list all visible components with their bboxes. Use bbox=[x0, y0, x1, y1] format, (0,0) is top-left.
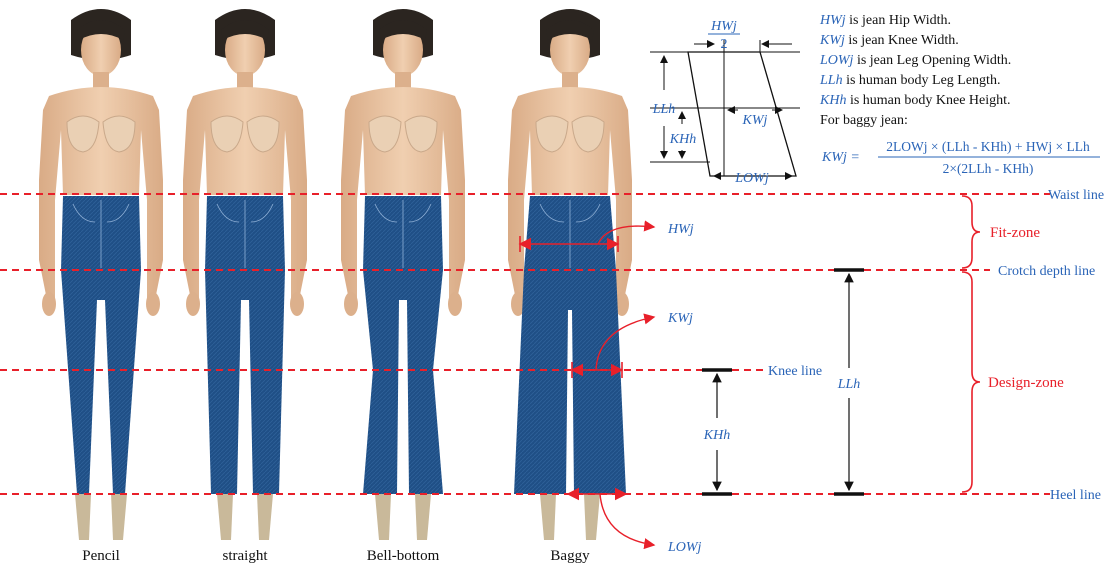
formula-numerator: 2LOWj × (LLh - KHh) + HWj × LLh bbox=[886, 139, 1090, 154]
shoes bbox=[75, 494, 127, 540]
legend-text: is jean Leg Opening Width. bbox=[853, 53, 1011, 68]
label-crotch-depth-line: Crotch depth line bbox=[998, 264, 1095, 279]
formula-intro: For baggy jean: bbox=[820, 113, 908, 128]
schematic-kw: KWj bbox=[742, 113, 768, 128]
legend-text: is human body Leg Length. bbox=[843, 73, 1001, 88]
legend-symbol: LOWj bbox=[819, 53, 854, 68]
legend-item: KHh is human body Knee Height. bbox=[819, 93, 1011, 108]
caption-baggy: Baggy bbox=[550, 548, 590, 564]
legend-symbol: LLh bbox=[819, 73, 843, 88]
label-heel-line: Heel line bbox=[1050, 488, 1101, 503]
legend-item: KWj is jean Knee Width. bbox=[819, 33, 959, 48]
figure-straight: straight bbox=[183, 9, 307, 564]
formula-lhs: KWj = bbox=[821, 150, 860, 165]
legend-item: LOWj is jean Leg Opening Width. bbox=[819, 53, 1011, 68]
label-low: LOWj bbox=[667, 540, 702, 555]
legend-item: LLh is human body Leg Length. bbox=[819, 73, 1000, 88]
caption-pencil: Pencil bbox=[82, 548, 120, 564]
shoes bbox=[217, 494, 273, 540]
figure-pencil: Pencil bbox=[39, 9, 163, 564]
schematic-low: LOWj bbox=[734, 171, 769, 186]
schematic-ll: LLh bbox=[652, 102, 676, 117]
figure-bell-bottom: Bell-bottom bbox=[341, 9, 465, 564]
jeans-bell-bottom bbox=[363, 196, 443, 494]
jeans-baggy bbox=[514, 196, 626, 494]
shoes bbox=[540, 494, 600, 540]
label-knee-line: Knee line bbox=[768, 364, 822, 379]
label-design-zone: Design-zone bbox=[988, 375, 1064, 391]
label-ll: LLh bbox=[837, 377, 861, 392]
figure-baggy: Baggy bbox=[508, 9, 632, 564]
formula-denominator: 2×(2LLh - KHh) bbox=[943, 161, 1034, 176]
schematic-kh: KHh bbox=[669, 132, 696, 147]
legend-text: is jean Hip Width. bbox=[846, 13, 951, 28]
label-waist-line: Waist line bbox=[1048, 188, 1104, 203]
legend: HWj is jean Hip Width. KWj is jean Knee … bbox=[819, 13, 1011, 128]
caption-straight: straight bbox=[223, 548, 269, 564]
caption-bell-bottom: Bell-bottom bbox=[367, 548, 440, 564]
schematic-top-numerator: HWj bbox=[710, 19, 737, 34]
schematic-top-denominator: 2 bbox=[721, 37, 728, 52]
legend-symbol: KWj bbox=[819, 33, 845, 48]
label-kw: KWj bbox=[667, 311, 693, 326]
shoes bbox=[375, 494, 431, 540]
legend-symbol: HWj bbox=[819, 13, 846, 28]
jeans-straight bbox=[205, 196, 285, 494]
label-kh: KHh bbox=[703, 428, 730, 443]
label-hw: HWj bbox=[667, 222, 694, 237]
fit-zone-brace bbox=[962, 196, 980, 268]
legend-symbol: KHh bbox=[819, 93, 846, 108]
formula: KWj = 2LOWj × (LLh - KHh) + HWj × LLh 2×… bbox=[821, 139, 1100, 176]
jeans-pencil bbox=[61, 196, 141, 494]
legend-text: is jean Knee Width. bbox=[845, 33, 959, 48]
legend-item: HWj is jean Hip Width. bbox=[819, 13, 951, 28]
label-fit-zone: Fit-zone bbox=[990, 225, 1040, 241]
design-zone-brace bbox=[962, 272, 980, 492]
legend-text: is human body Knee Height. bbox=[846, 93, 1010, 108]
low-measure bbox=[568, 494, 654, 545]
